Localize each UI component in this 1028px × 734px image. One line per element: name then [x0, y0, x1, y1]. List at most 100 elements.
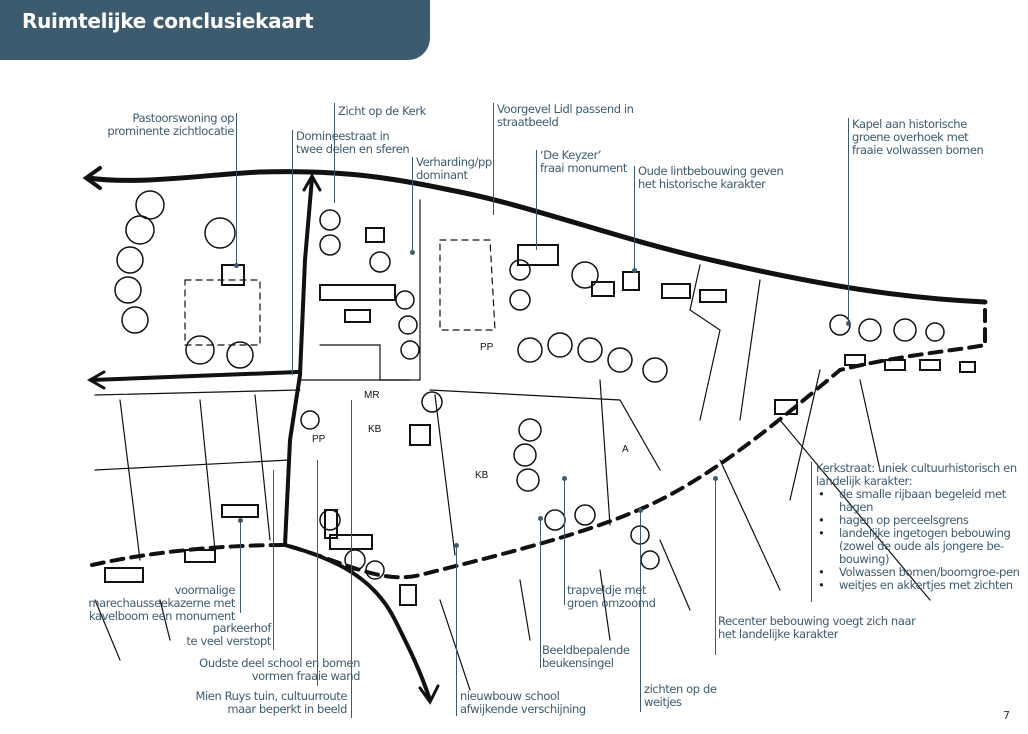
leader-line	[640, 510, 641, 712]
annotation-line: fraaie volwassen bomen	[852, 143, 984, 157]
leader-line	[811, 462, 812, 602]
south-road	[283, 543, 432, 702]
bullet-item: de smalle rijbaan begeleid met hagen	[816, 488, 1021, 514]
annotation-line: Kerkstraat: uniek cultuurhistorisch en	[816, 461, 1017, 475]
domineestraat-road	[283, 176, 314, 547]
leader-dot	[238, 518, 243, 523]
map-label-a: A	[622, 444, 629, 455]
bullet-item: landelijke ingetogen bebouwing (zowel de…	[816, 527, 1021, 566]
leader-dot	[410, 250, 415, 255]
annotation-beukensingel: Beeldbepalende beukensingel	[542, 644, 630, 670]
leader-dot	[562, 476, 567, 481]
kerkstraat-bullet-list: de smalle rijbaan begeleid met hagen hag…	[816, 488, 1021, 593]
leader-line	[493, 103, 494, 215]
annotation-line: landelijk karakter:	[816, 474, 913, 488]
page-title: Ruimtelijke conclusiekaart	[22, 9, 314, 33]
annotation-line: te veel verstopt	[186, 634, 271, 648]
bullet-item: Volwassen bomen/boomgroe-pen	[816, 566, 1021, 580]
annotation-line: Beeldbepalende	[542, 643, 630, 657]
leader-line	[412, 157, 413, 252]
page-header: Ruimtelijke conclusiekaart	[0, 0, 430, 60]
annotation-mien-ruys: Mien Ruys tuin, cultuurroute maar beperk…	[195, 690, 347, 716]
annotation-line: Kapel aan historische	[852, 117, 967, 131]
annotation-oude-lintbebouwing: Oude lintbebouwing geven het historische…	[638, 164, 784, 191]
leader-line	[334, 103, 335, 203]
annotation-line: nieuwbouw school	[460, 689, 560, 703]
annotation-oudste-deel-school: Oudste deel school en bomen vormen fraai…	[199, 657, 360, 683]
annotation-de-keyzer: ‘De Keyzer’ fraai monument	[540, 149, 627, 175]
leader-line	[351, 400, 352, 718]
page-number: 7	[1003, 709, 1010, 722]
leader-line	[292, 130, 293, 375]
main-road	[85, 169, 988, 305]
annotation-line: het historische karakter	[638, 177, 766, 191]
annotation-line: Oude lintbebouwing geven	[638, 164, 784, 178]
annotation-zicht-kerk: Zicht op de Kerk	[338, 105, 426, 118]
annotation-line: marechausseekazerne met	[88, 596, 235, 610]
annotation-verharding: Verharding/pp dominant	[416, 156, 492, 182]
annotation-line: weitjes	[644, 695, 682, 709]
annotation-line: trapveldje met	[567, 583, 647, 597]
annotation-line: Verharding/pp	[416, 155, 492, 169]
annotation-line: groen omzoomd	[567, 596, 656, 610]
annotation-line: parkeerhof	[212, 621, 272, 635]
leader-line	[540, 518, 541, 668]
annotation-line: Zicht op de Kerk	[338, 104, 426, 118]
annotation-line: Recenter bebouwing voegt zich naar	[718, 614, 916, 628]
map-label-pp: PP	[480, 342, 494, 353]
annotation-line: groene overhoek met	[852, 130, 969, 144]
leader-line	[715, 478, 716, 655]
annotation-line: vormen fraaie wand	[251, 669, 361, 683]
map-label-pp: PP	[312, 434, 326, 445]
map-label-kb: KB	[475, 470, 489, 481]
annotation-parkeerhof: parkeerhof te veel verstopt	[186, 622, 271, 648]
arrow-head-nw	[82, 166, 102, 190]
annotation-marechausseekazerne: voormalige marechausseekazerne met kavel…	[88, 584, 235, 623]
annotation-line: kavelboom een monument	[89, 609, 235, 623]
leader-line	[634, 166, 635, 270]
annotation-voorgevel-lidl: Voorgevel Lidl passend in straatbeeld	[497, 103, 634, 129]
annotation-zichten-weitjes: zichten op de weitjes	[644, 683, 717, 709]
annotation-recenter-bebouwing: Recenter bebouwing voegt zich naar het l…	[718, 614, 916, 641]
annotation-line: Mien Ruys tuin, cultuurroute	[195, 689, 347, 703]
annotation-line: Pastoorswoning op	[132, 111, 235, 125]
annotation-kerkstraat: Kerkstraat: uniek cultuurhistorisch en l…	[816, 461, 1021, 593]
bullet-item: weitjes en akkertjes met zichten	[816, 579, 1021, 593]
annotation-line: dominant	[416, 168, 468, 182]
leader-line	[273, 470, 274, 650]
leader-dot	[846, 321, 851, 326]
annotation-line: fraai monument	[540, 161, 628, 175]
leader-dot	[638, 508, 643, 513]
annotation-line: ‘De Keyzer’	[540, 148, 602, 162]
trees	[114, 190, 945, 580]
annotation-line: het landelijke karakter	[718, 627, 839, 641]
annotation-line: straatbeeld	[497, 115, 559, 129]
annotation-line: maar beperkt in beeld	[227, 702, 347, 716]
annotation-kapel: Kapel aan historische groene overhoek me…	[852, 117, 984, 157]
leader-line	[564, 478, 565, 605]
leader-dot	[713, 476, 718, 481]
leader-dot	[632, 268, 637, 273]
annotation-line: prominente zichtlocatie	[107, 124, 234, 138]
leader-dot	[234, 263, 239, 268]
annotation-line: voormalige	[174, 583, 236, 597]
leader-line	[317, 460, 318, 686]
annotation-line: Oudste deel school en bomen	[199, 656, 360, 670]
leader-dot	[454, 543, 459, 548]
west-road	[90, 370, 300, 382]
bullet-item: hagen op perceelsgrens	[816, 514, 1021, 528]
annotation-line: beukensingel	[542, 656, 614, 670]
annotation-line: zichten op de	[644, 682, 717, 696]
leader-line	[536, 150, 537, 250]
leader-line	[236, 113, 237, 265]
annotation-nieuwbouw-school: nieuwbouw school afwijkende verschijning	[460, 690, 586, 716]
annotation-line: twee delen en sferen	[296, 142, 410, 156]
leader-line	[848, 118, 849, 323]
leader-line	[456, 545, 457, 716]
annotation-trapveldje: trapveldje met groen omzoomd	[567, 583, 656, 610]
leader-line	[240, 520, 241, 613]
annotation-line: Voorgevel Lidl passend in	[497, 102, 634, 116]
annotation-domineestraat: Domineestraat in twee delen en sferen	[296, 130, 410, 156]
annotation-line: afwijkende verschijning	[460, 702, 586, 716]
